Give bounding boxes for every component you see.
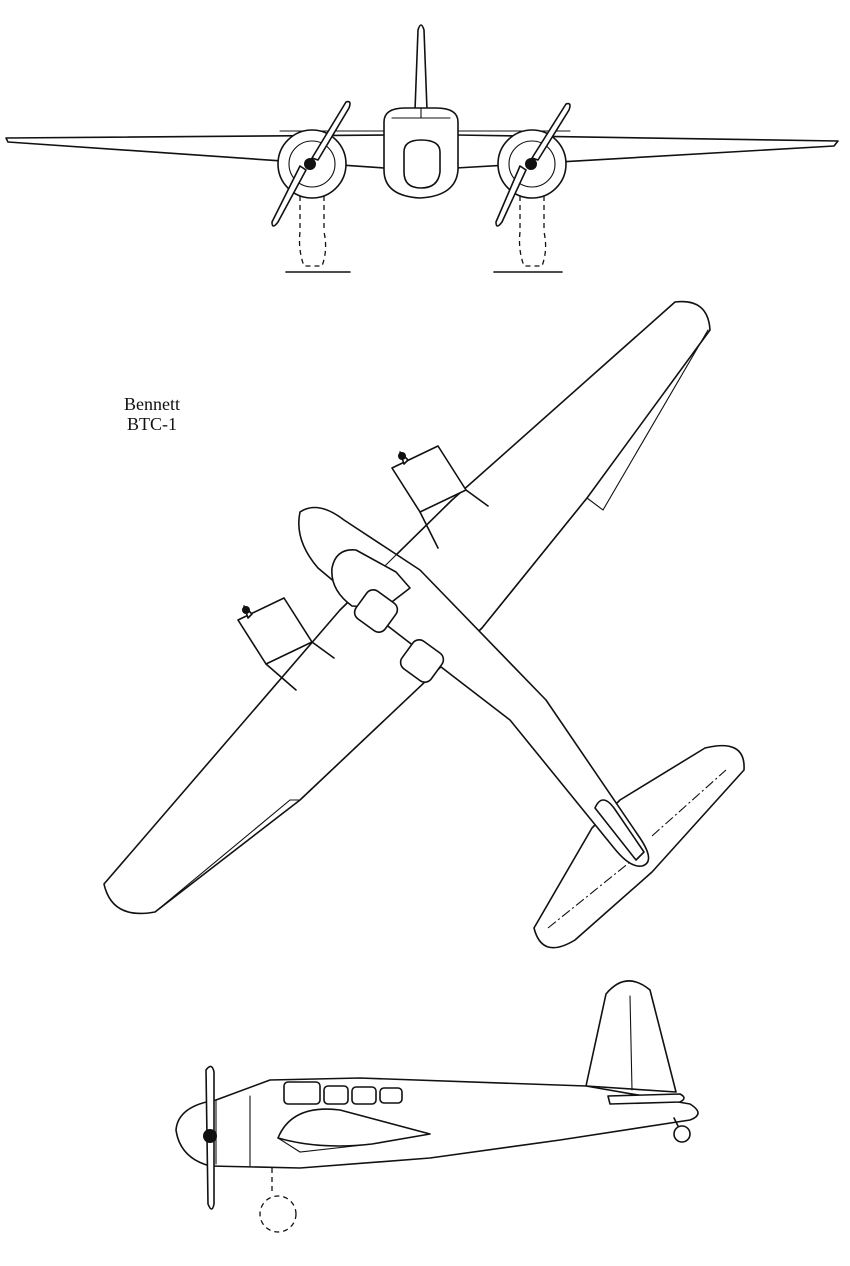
aircraft-name: Bennett xyxy=(124,394,180,414)
side-window-3 xyxy=(352,1087,376,1104)
front-nose xyxy=(404,140,440,188)
aircraft-model: BTC-1 xyxy=(126,414,177,434)
front-windscreen xyxy=(392,108,450,118)
side-rudder-hinge xyxy=(630,996,632,1090)
side-main-wheel xyxy=(260,1196,296,1232)
top-left-flap-hinge xyxy=(300,628,482,800)
side-tail-wheel xyxy=(674,1126,690,1142)
side-tailplane xyxy=(608,1094,684,1104)
side-nacelle-underside xyxy=(278,1138,372,1152)
front-left-wing xyxy=(6,135,384,168)
side-fuselage xyxy=(176,1078,698,1168)
top-right-aileron-line xyxy=(587,330,708,510)
front-right-engine xyxy=(494,104,570,272)
top-fin xyxy=(595,800,644,860)
top-cabin-window-1 xyxy=(351,587,400,636)
side-spinner xyxy=(203,1129,217,1143)
side-window-4 xyxy=(380,1088,402,1103)
side-view xyxy=(176,981,698,1232)
side-window-1 xyxy=(284,1082,320,1104)
side-nacelle xyxy=(278,1109,430,1146)
front-right-wing xyxy=(456,135,838,168)
front-view xyxy=(6,25,838,272)
top-right-elevator-line xyxy=(652,770,726,836)
top-right-flap-hinge xyxy=(482,498,587,628)
top-left-aileron-line xyxy=(155,800,300,912)
side-window-2 xyxy=(324,1086,348,1104)
front-left-engine xyxy=(272,102,350,272)
top-cabin-window-2 xyxy=(397,637,446,686)
top-left-engine xyxy=(238,598,334,690)
front-fin xyxy=(415,25,427,110)
side-cowling-line xyxy=(216,1096,250,1166)
top-view xyxy=(104,302,744,948)
top-right-engine xyxy=(392,446,488,548)
top-canopy xyxy=(332,550,410,608)
aircraft-caption: Bennett BTC-1 xyxy=(106,394,198,434)
